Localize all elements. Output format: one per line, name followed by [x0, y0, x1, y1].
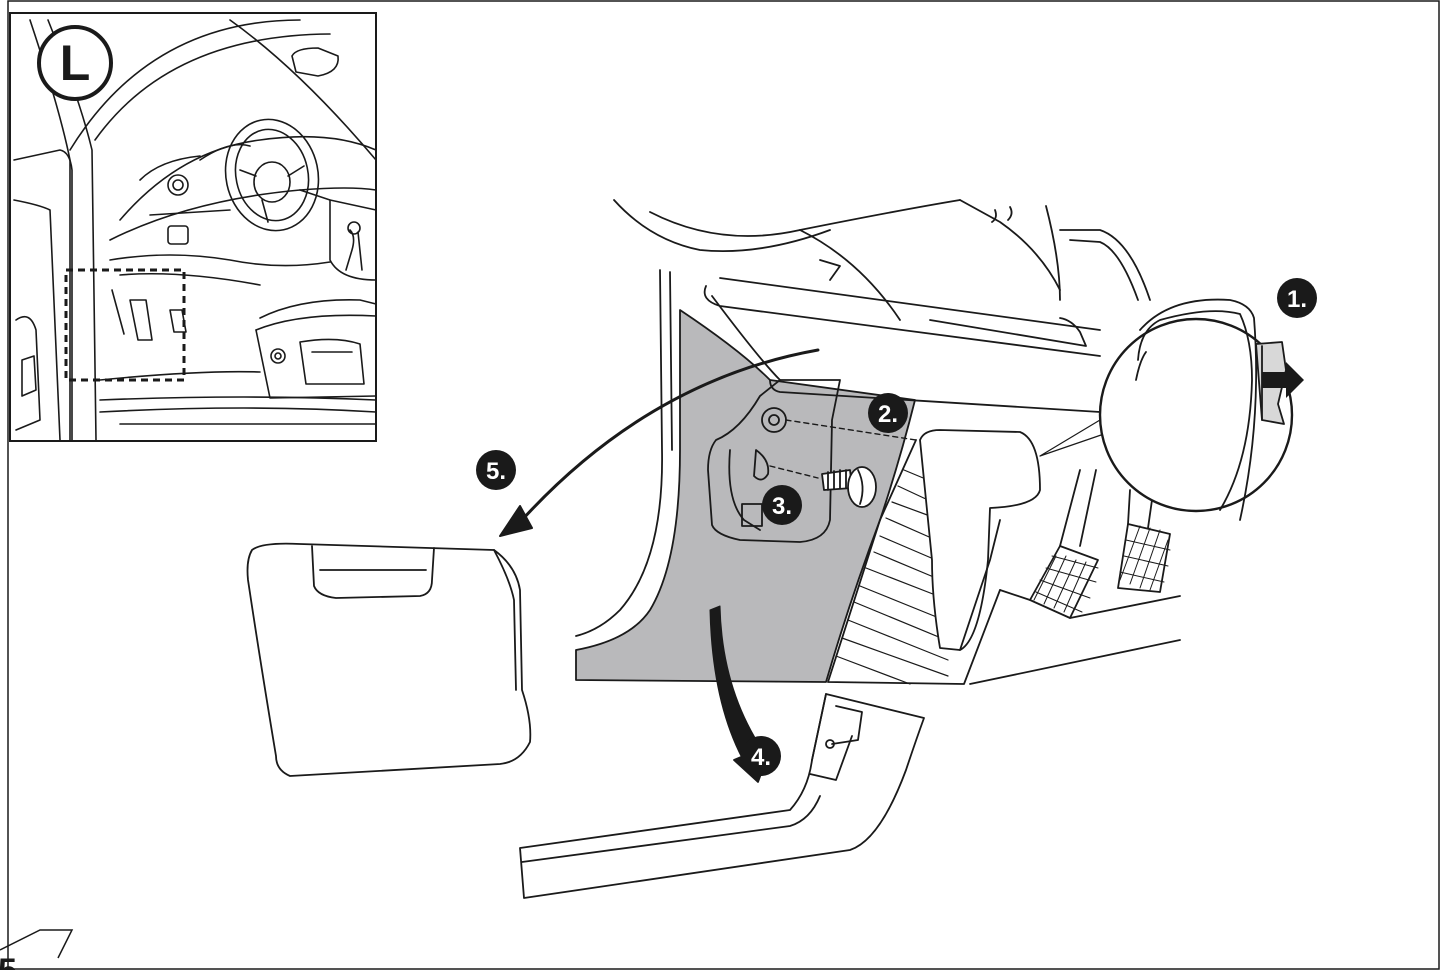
left-hand-drive-badge-label: L	[60, 35, 91, 91]
step-2-label: 2.	[878, 401, 898, 428]
step-badge-2: 2.	[868, 393, 908, 433]
inset-panel: L	[10, 13, 376, 441]
step-badge-4: 4.	[741, 736, 781, 776]
step-5-label: 5.	[486, 458, 506, 485]
left-hand-drive-badge: L	[39, 27, 111, 99]
step-4-label: 4.	[751, 744, 771, 771]
main-illustration	[248, 200, 1305, 898]
page-number: 5	[0, 952, 17, 970]
detail-zoom-circle	[1100, 300, 1292, 520]
removed-footwell-cover	[248, 544, 531, 776]
step-3-label: 3.	[772, 493, 792, 520]
step-badge-5: 5.	[476, 450, 516, 490]
page-corner-tab: 5	[0, 930, 72, 970]
removed-sill-trim	[520, 694, 924, 898]
step-badge-1: 1.	[1277, 278, 1317, 318]
step-1-label: 1.	[1287, 286, 1307, 313]
step-badge-3: 3.	[762, 485, 802, 525]
